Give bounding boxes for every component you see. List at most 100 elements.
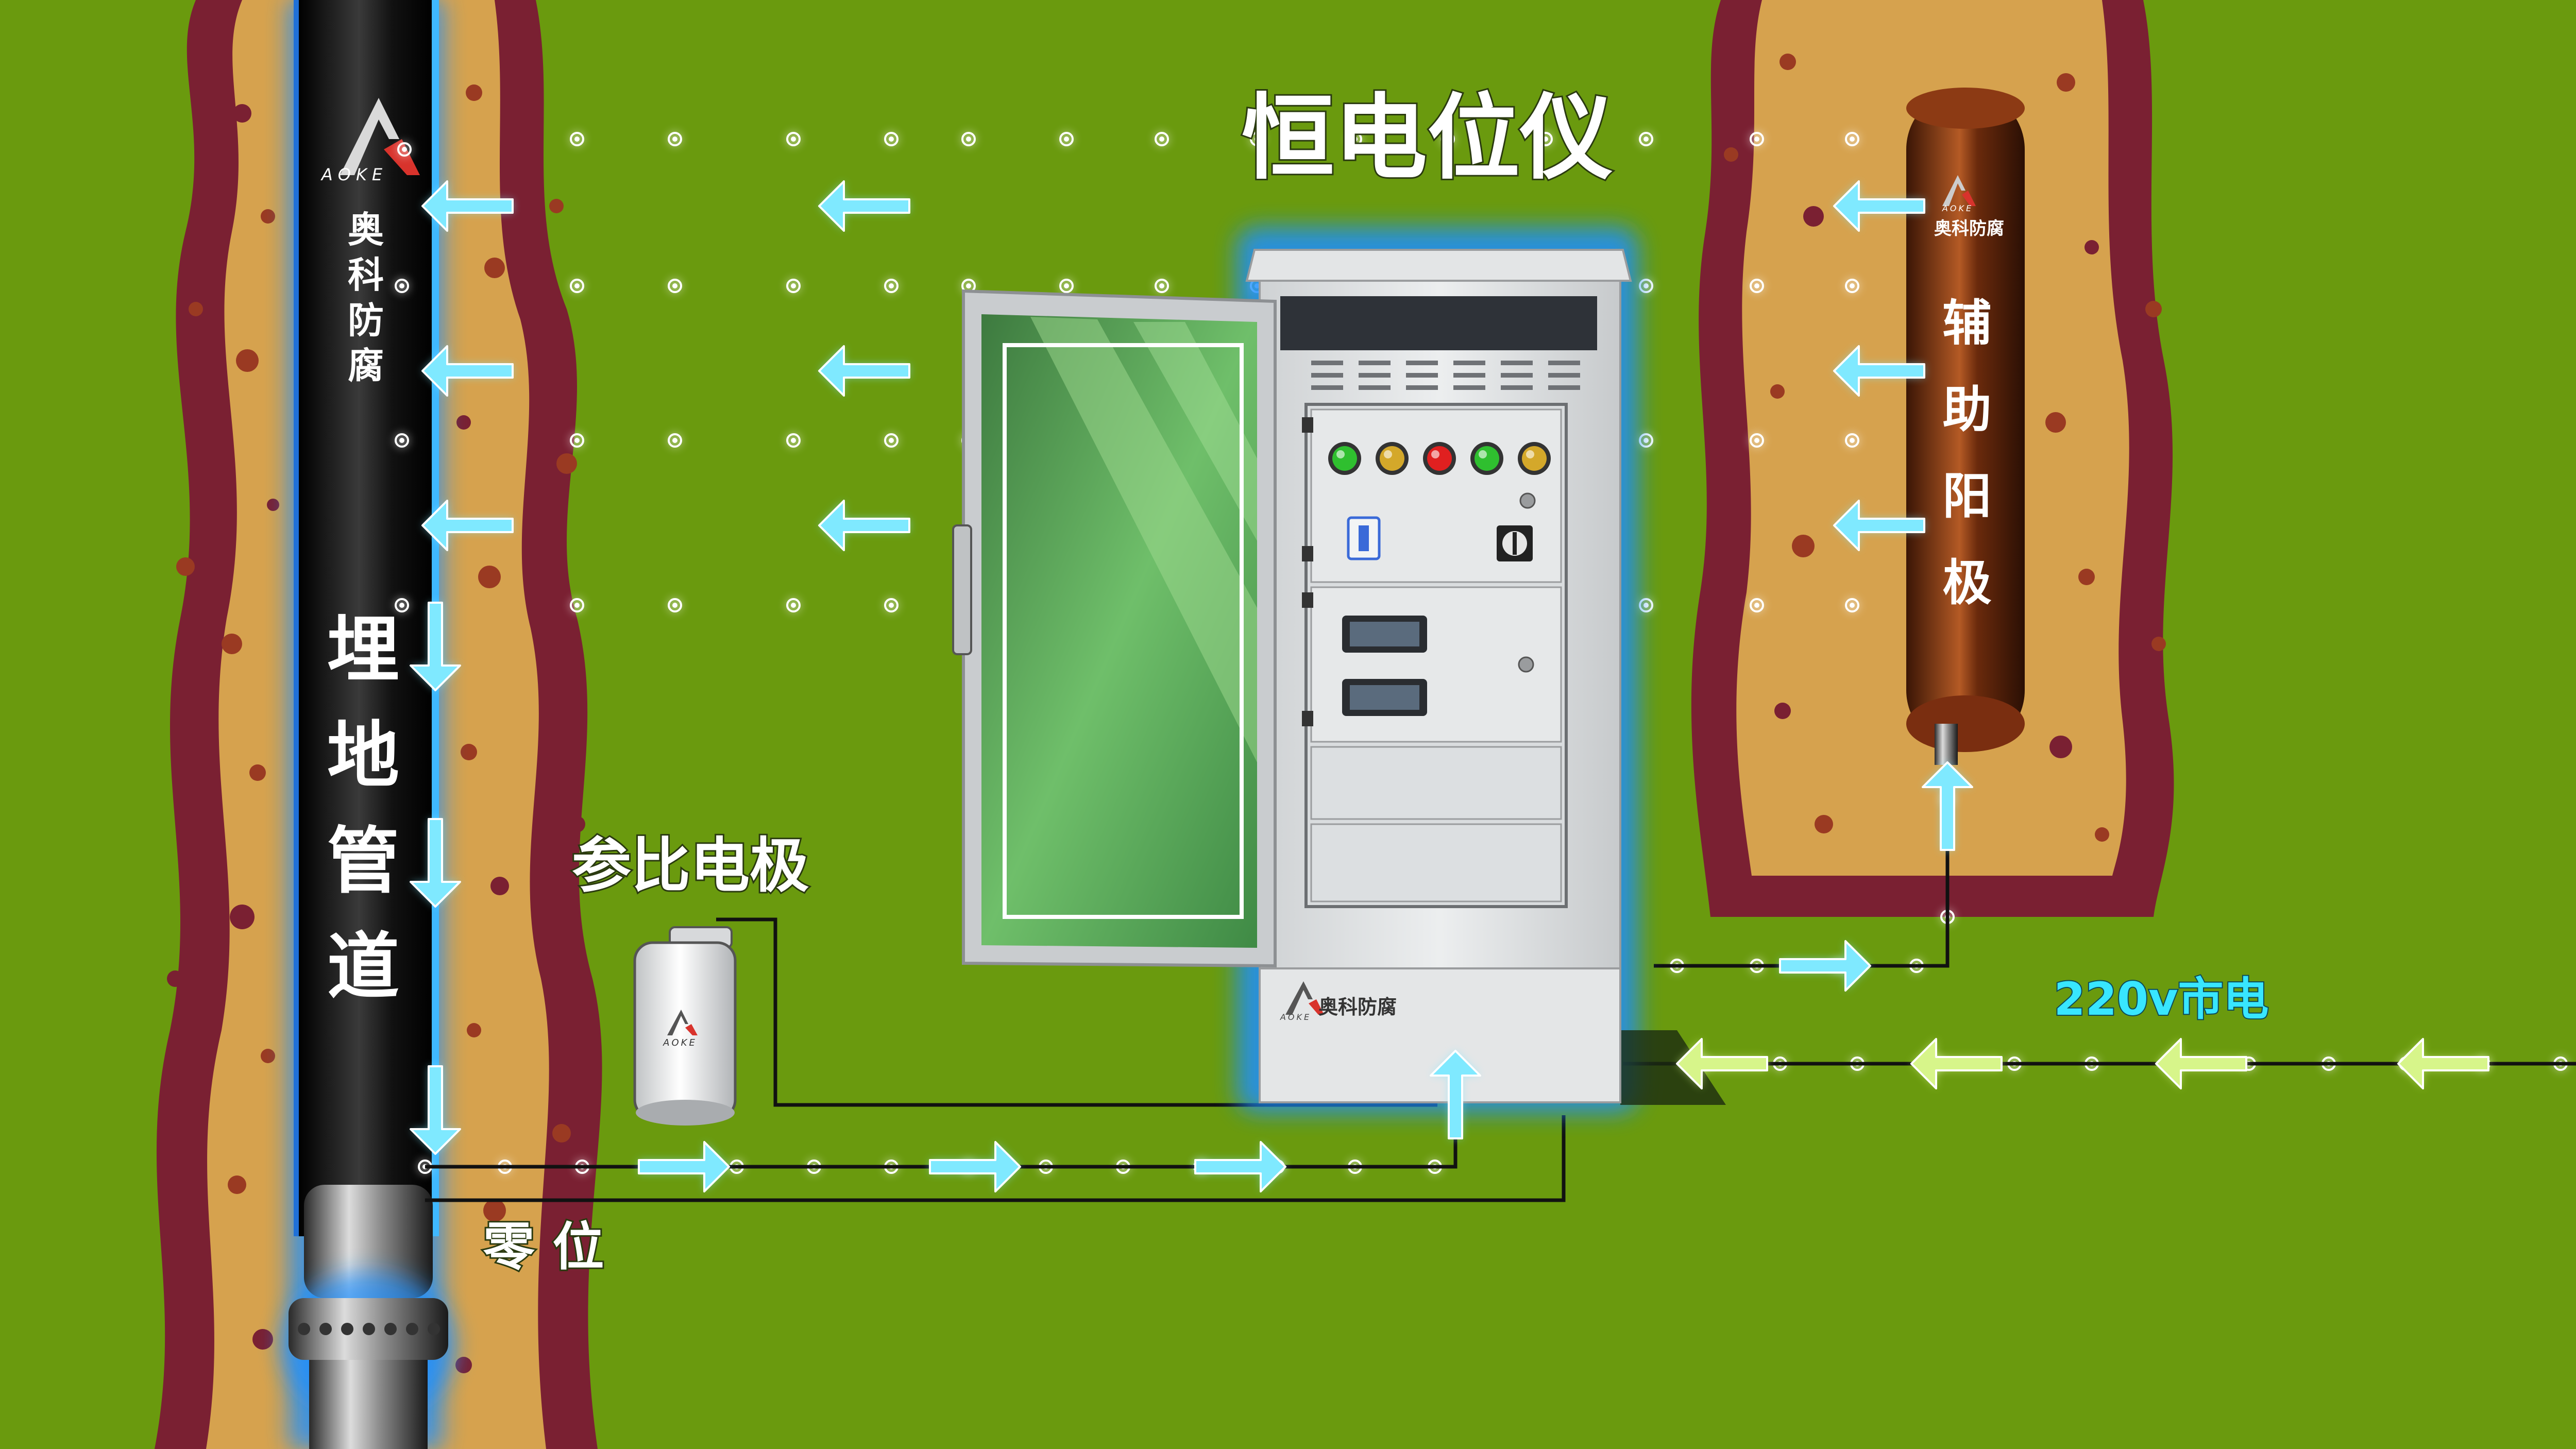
key-lock-icon-2	[1518, 656, 1534, 673]
soil-speck	[1780, 54, 1796, 70]
field-dot	[1639, 433, 1653, 448]
mains-arrow-left	[1910, 1038, 2003, 1089]
current-arrow-left	[818, 345, 910, 397]
mains-arrow-left	[2155, 1038, 2247, 1089]
soil-speck	[1815, 815, 1833, 833]
buried-pipeline	[281, 0, 456, 1449]
soil-speck	[1792, 535, 1815, 557]
anode-feed-arrow-right	[1779, 940, 1871, 992]
vent-slot	[1406, 385, 1438, 390]
vent-slot	[1501, 385, 1533, 390]
field-dot	[1750, 279, 1764, 293]
field-dot	[1250, 132, 1264, 146]
vent-slot	[1453, 361, 1485, 365]
current-arrow-left	[421, 345, 514, 397]
title: 恒电位仪	[1242, 84, 1613, 192]
field-dot	[1845, 433, 1859, 448]
soil-speck	[249, 764, 266, 781]
soil-speck	[484, 258, 505, 278]
current-flow-arrows	[410, 180, 2489, 1192]
cabinet-door[interactable]	[952, 289, 1277, 968]
anode-feed-arrow-up	[1922, 761, 1973, 851]
current-arrow-left	[421, 180, 514, 232]
anode-brand-name: 奥科防腐	[1934, 218, 2004, 239]
bolt	[341, 1323, 353, 1335]
pipeline-joint	[304, 1185, 433, 1298]
vent-slot	[1548, 373, 1580, 378]
field-dot	[884, 433, 899, 448]
field-dot	[1440, 132, 1455, 146]
soil-speck	[478, 566, 501, 588]
field-dot	[1639, 598, 1653, 612]
soil-speck	[230, 905, 255, 929]
field-dot	[884, 279, 899, 293]
vent-slot	[1359, 361, 1391, 365]
soil-speck	[2151, 637, 2166, 651]
zero-potential-label: 零 位	[483, 1217, 604, 1277]
wire-current-arrow-right	[929, 1141, 1021, 1192]
pipeline-logo-text: AOKE	[320, 165, 387, 184]
field-dot	[570, 279, 584, 293]
field-dot	[1538, 132, 1553, 146]
bolt	[319, 1323, 332, 1335]
vent-slot	[1548, 361, 1580, 365]
cabinet-logo-text: AOKE	[1280, 1012, 1311, 1022]
soil-speck	[2045, 412, 2066, 433]
field-dot	[395, 598, 409, 612]
vent-slot	[1311, 373, 1343, 378]
field-dot	[668, 598, 682, 612]
bolt	[428, 1323, 440, 1335]
bolt	[384, 1323, 397, 1335]
field-dot	[570, 598, 584, 612]
cabinet-vents	[1311, 361, 1580, 390]
field-dot	[570, 433, 584, 448]
field-dot	[1845, 279, 1859, 293]
wire-cabinet-to-anode	[1654, 804, 1950, 968]
auxiliary-anode-label: 辅助阳极	[1942, 295, 1991, 611]
field-dot	[1750, 598, 1764, 612]
field-dot	[1750, 433, 1764, 448]
soil-speck	[267, 499, 279, 511]
red-light	[1427, 446, 1452, 471]
soil-speck	[261, 209, 275, 224]
auxiliary-anode: AOKE 奥科防腐	[1906, 88, 2025, 765]
current-arrow-left	[421, 500, 514, 551]
field-dot	[1845, 132, 1859, 146]
soil-speck	[1774, 703, 1791, 719]
soil-speck	[2095, 827, 2109, 842]
mains-power-label: 220v市电	[2054, 973, 2268, 1026]
pipeline-current-arrow-down	[410, 1065, 461, 1155]
soil-speck	[233, 104, 251, 123]
door-handle[interactable]	[952, 524, 972, 655]
soil-speck	[490, 877, 509, 895]
reference-electrode-label: 参比电极	[572, 831, 809, 900]
field-dot	[961, 132, 976, 146]
pipeline-current-arrow-down	[410, 818, 461, 908]
vent-slot	[1311, 361, 1343, 365]
soil-speck	[261, 1049, 275, 1063]
soil-speck	[176, 557, 195, 576]
field-dot	[1639, 132, 1653, 146]
soil-speck	[236, 349, 259, 372]
vent-slot	[1453, 385, 1485, 390]
soil-speck	[467, 1023, 481, 1037]
soil-speck	[167, 970, 183, 987]
mains-arrow-left	[2397, 1038, 2489, 1089]
wire-current-arrow-right	[638, 1141, 730, 1192]
current-arrow-left	[818, 500, 910, 551]
field-dot	[786, 279, 801, 293]
pipeline-current-arrow-down	[410, 602, 461, 691]
wire-current-arrow-right	[1194, 1141, 1286, 1192]
yellow-light-2	[1522, 446, 1547, 471]
field-dot	[397, 142, 412, 157]
soil-speck	[456, 415, 471, 430]
green-light-2	[1475, 446, 1499, 471]
anode-logo-text: AOKE	[1942, 203, 1973, 213]
soil-speck	[552, 1124, 571, 1143]
field-dot	[884, 598, 899, 612]
soil-speck	[189, 302, 203, 316]
vent-slot	[1406, 373, 1438, 378]
vent-slot	[1406, 361, 1438, 365]
reference-logo-text: AOKE	[663, 1037, 697, 1048]
